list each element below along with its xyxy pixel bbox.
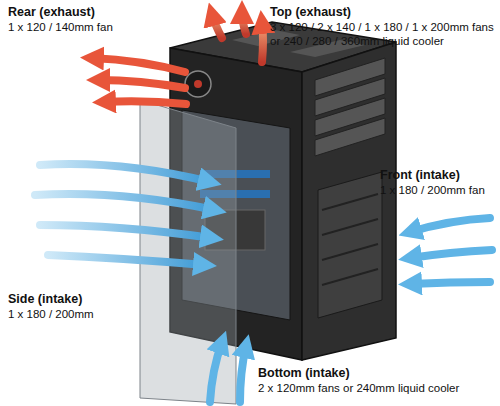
- heading-label: Front (intake): [380, 168, 495, 183]
- heading-label: Top (exhaust): [270, 5, 495, 20]
- spec-label: 1 x 180 / 200mm: [8, 308, 136, 322]
- spec-label: 2 x 120mm fans or 240mm liquid cooler: [258, 382, 496, 396]
- spec-label: 3 x 120 / 2 x 140 / 1 x 180 / 1 x 200mm …: [270, 21, 495, 49]
- side-panel: [140, 100, 236, 404]
- heading-label: Side (intake): [8, 292, 136, 307]
- heading-label: Bottom (intake): [258, 366, 496, 381]
- spec-label: 1 x 180 / 200mm fan: [380, 184, 495, 198]
- heading-label: Rear (exhaust): [8, 5, 208, 20]
- spec-label: 1 x 120 / 140mm fan: [8, 21, 208, 35]
